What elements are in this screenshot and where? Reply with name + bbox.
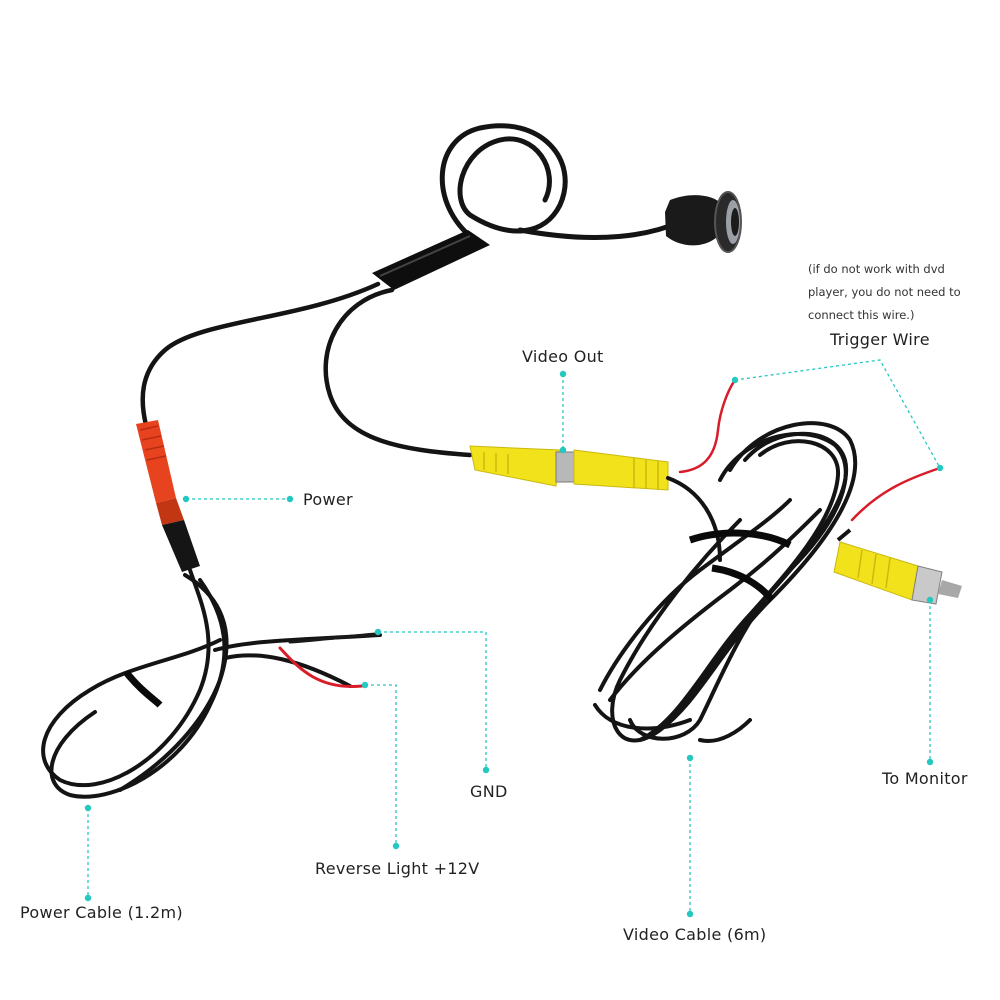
callout-line-gnd xyxy=(378,631,487,770)
trigger-red-wire xyxy=(678,378,737,474)
callout-line-reverse xyxy=(365,684,397,846)
label-power-cable: Power Cable (1.2m) xyxy=(20,903,183,922)
label-trigger-wire: Trigger Wire xyxy=(830,330,930,349)
label-gnd: GND xyxy=(470,782,508,801)
callout-dots xyxy=(84,370,944,918)
label-trigger-note: (if do not work with dvd player, you do … xyxy=(808,262,961,322)
power-plug xyxy=(136,420,200,572)
power-lead-cable xyxy=(140,281,381,428)
camera-cable-loop xyxy=(439,123,683,245)
video-cable-coil xyxy=(593,421,858,743)
label-video-cable: Video Cable (6m) xyxy=(623,925,767,944)
coil-red-wire xyxy=(850,466,942,522)
cable-tie-left xyxy=(123,669,163,708)
rca-video-in xyxy=(573,449,669,491)
gnd-wire xyxy=(288,632,378,644)
reverse-wire xyxy=(278,646,364,689)
label-reverse-light: Reverse Light +12V xyxy=(315,859,480,878)
callout-line-trigger-top xyxy=(734,359,941,469)
splitter-junction xyxy=(372,230,490,290)
callout-lines xyxy=(87,359,941,914)
cable-tie-right xyxy=(688,529,792,603)
video-lead-cable xyxy=(323,287,473,458)
label-to-monitor: To Monitor xyxy=(882,769,968,788)
rca-video-out xyxy=(469,445,575,487)
rca-to-monitor xyxy=(833,528,962,605)
camera-icon xyxy=(665,191,742,253)
label-video-out: Video Out xyxy=(522,347,604,366)
label-power: Power xyxy=(303,490,353,509)
